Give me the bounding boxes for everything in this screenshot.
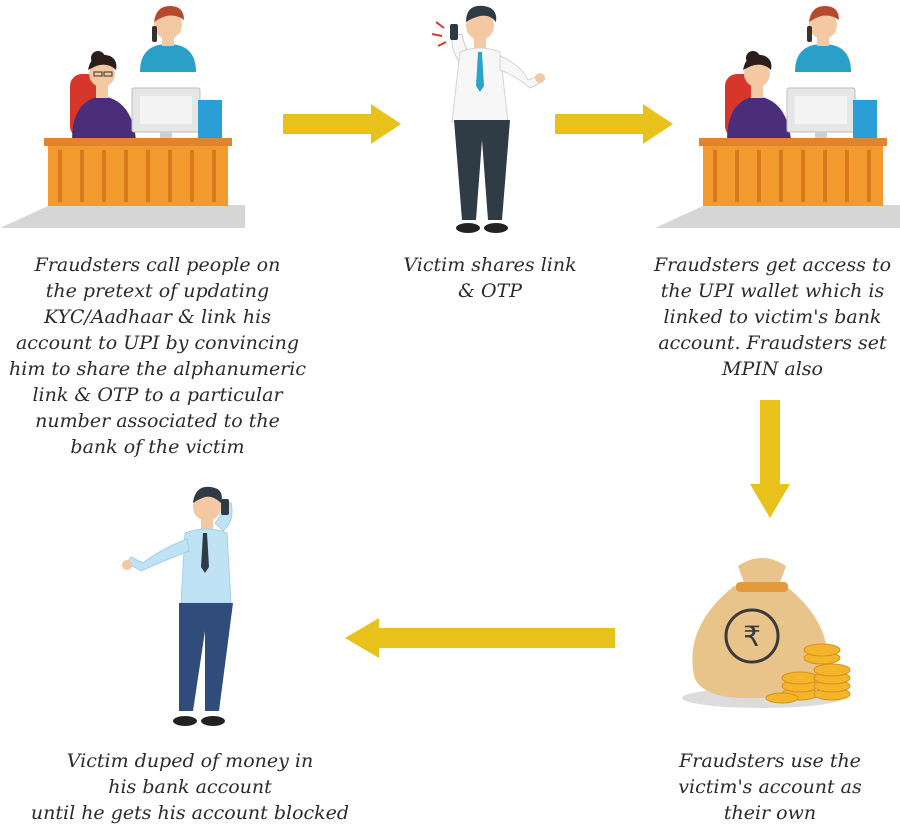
flow-arrow-left	[345, 618, 615, 658]
caller-avatar-2	[795, 6, 851, 72]
fraudster-desk-illustration	[0, 6, 245, 228]
caller-avatar	[140, 6, 196, 72]
caption-fraudster-call: Fraudsters call people on the pretext of…	[9, 254, 306, 458]
flow-arrow-right-2	[555, 104, 673, 144]
caption-victim-duped: Victim duped of money in his bank accoun…	[30, 750, 350, 824]
rupee-symbol: ₹	[743, 620, 761, 653]
victim-duped-illustration	[122, 486, 233, 726]
victim-on-phone-illustration	[431, 5, 545, 233]
caption-fraudster-access: Fraudsters get access to the UPI wallet …	[653, 254, 892, 380]
flow-arrow-down	[750, 400, 790, 518]
flow-arrow-right-1	[283, 104, 401, 144]
caption-victim-shares: Victim shares link & OTP	[403, 254, 577, 302]
caption-use-account: Fraudsters use the victim's account as t…	[678, 750, 862, 824]
money-bag-illustration: ₹	[682, 558, 851, 708]
fraudster-desk-illustration-2	[655, 6, 900, 228]
